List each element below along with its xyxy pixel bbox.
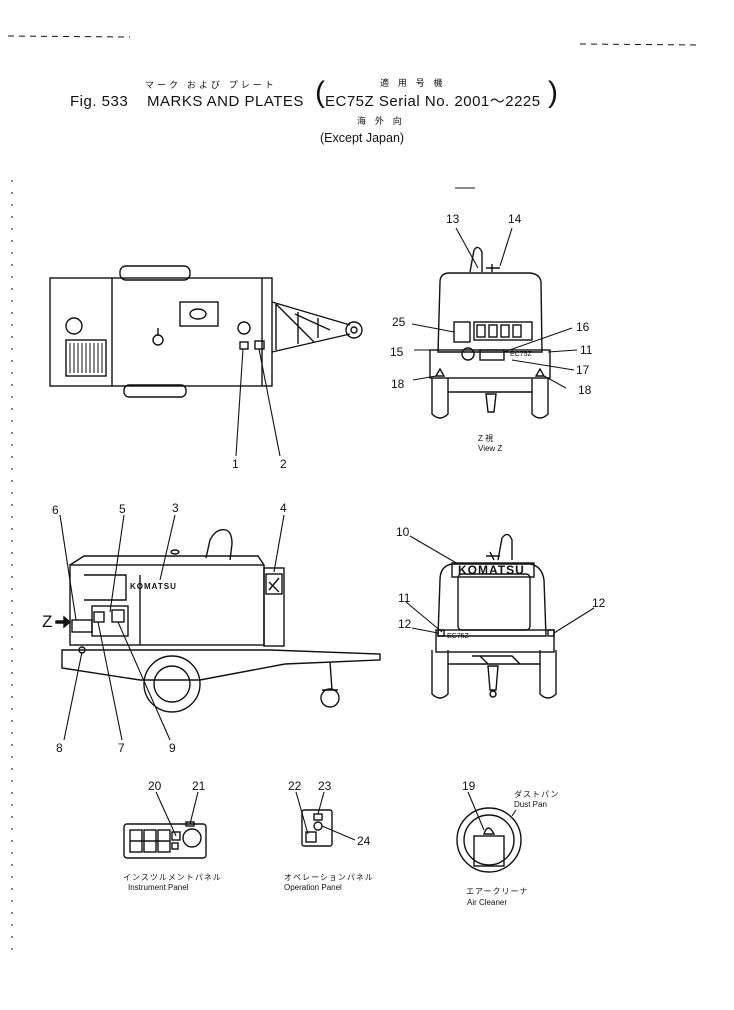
z-arrow-label: Z <box>42 612 53 631</box>
callout-8: 8 <box>56 741 63 755</box>
callout-4: 4 <box>280 501 287 515</box>
callout-11-rear: 11 <box>398 591 411 605</box>
callout-18-right: 18 <box>578 383 592 397</box>
leader-lines <box>59 227 595 841</box>
air-cleaner-drawing <box>456 807 522 873</box>
except-japan: (Except Japan) <box>320 131 405 145</box>
side-brand-plate: KOMATSU <box>130 582 177 591</box>
figure-number: Fig. 533 <box>70 93 129 110</box>
page-title: MARKS AND PLATES <box>147 93 304 110</box>
instrument-panel-japanese: インスツルメントパネル <box>123 873 222 882</box>
view-z <box>429 246 551 419</box>
operation-panel-label: Operation Panel <box>284 883 342 892</box>
callout-14: 14 <box>508 212 522 226</box>
callout-7: 7 <box>118 741 125 755</box>
view-z-label: View Z <box>478 444 503 453</box>
callout-11-view-z: 11 <box>580 343 593 357</box>
callout-2: 2 <box>280 457 287 471</box>
rear-brand-plate: KOMATSU <box>458 563 525 577</box>
view-z-model-plate: EC75Z <box>510 351 532 358</box>
callout-12-left: 12 <box>398 617 412 631</box>
operation-panel-japanese: オペレーションパネル <box>284 873 374 882</box>
callout-21: 21 <box>192 779 206 793</box>
z-view-arrow <box>55 615 72 629</box>
instrument-panel-label: Instrument Panel <box>128 883 189 892</box>
callout-9: 9 <box>169 741 176 755</box>
model-serial: EC75Z Serial No. 2001～2225 <box>325 93 541 110</box>
air-cleaner-label: Air Cleaner <box>467 898 508 907</box>
callout-19: 19 <box>462 779 476 793</box>
callout-6: 6 <box>52 503 59 517</box>
overseas-japanese: 海 外 向 <box>357 117 405 127</box>
rear-model-plate: EC75Z <box>447 633 469 640</box>
paren-left: ( <box>315 76 325 109</box>
dust-pan-label: Dust Pan <box>514 800 547 809</box>
callout-3: 3 <box>172 501 179 515</box>
callout-17: 17 <box>576 363 590 377</box>
callout-24: 24 <box>357 834 371 848</box>
dust-pan-japanese: ダストパン <box>514 790 560 799</box>
callout-23: 23 <box>318 779 332 793</box>
callout-25: 25 <box>392 315 406 329</box>
callout-20: 20 <box>148 779 162 793</box>
title-japanese: マーク および プレート <box>145 81 277 91</box>
callout-13: 13 <box>446 212 460 226</box>
callout-18-left: 18 <box>391 377 405 391</box>
callout-12-right: 12 <box>592 596 606 610</box>
view-z-japanese: Z 視 <box>478 434 494 443</box>
callout-5: 5 <box>119 502 126 516</box>
callout-22: 22 <box>288 779 302 793</box>
air-cleaner-japanese: エアークリーナ <box>466 887 529 896</box>
side-view <box>61 529 381 713</box>
top-view <box>49 265 363 398</box>
callout-16: 16 <box>576 320 590 334</box>
callout-15: 15 <box>390 345 404 359</box>
callout-10: 10 <box>396 525 410 539</box>
callout-1: 1 <box>232 457 239 471</box>
paren-right: ) <box>548 76 558 109</box>
operation-panel-drawing <box>301 809 333 847</box>
instrument-panel-drawing <box>123 821 207 859</box>
rear-view <box>431 533 557 699</box>
applicable-japanese: 適 用 号 機 <box>380 79 446 89</box>
